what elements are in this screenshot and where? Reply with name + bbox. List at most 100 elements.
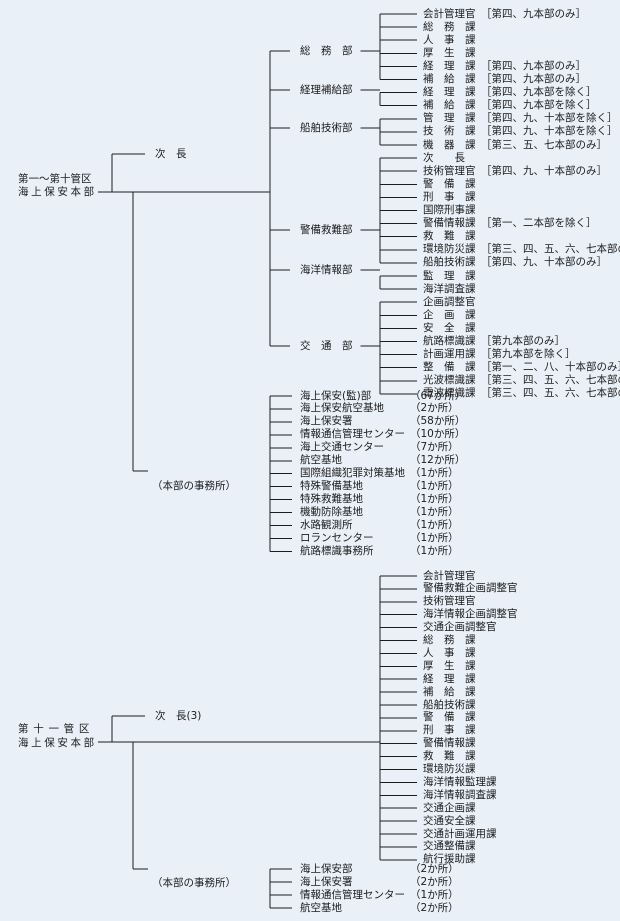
unit-label: 海洋情報監理課 <box>423 775 497 788</box>
unit-label: 厚 生 課 <box>423 46 476 59</box>
unit-label: 会計管理官 <box>423 569 476 582</box>
unit-note: ［第四、九、十本部のみ］ <box>481 164 607 177</box>
office-label: 海上保安航空基地 <box>300 402 384 415</box>
unit-label: 技術管理官 <box>423 164 476 177</box>
unit-label: 補 給 課 <box>423 99 476 112</box>
unit-label: 環境防災課 <box>423 243 476 256</box>
office-label: ロランセンター <box>300 531 374 544</box>
office-label: 海上交通センター <box>300 441 384 454</box>
unit-label: 企画調整官 <box>423 295 476 308</box>
office-label: 航空基地 <box>300 454 342 467</box>
office-count: （1か所） <box>410 531 459 544</box>
office-count: （2か所） <box>410 875 459 888</box>
unit-label: 環境防災課 <box>423 763 476 775</box>
unit-label: 機 器 課 <box>423 138 476 151</box>
honbu-offices-heading: （本部の事務所） <box>152 876 236 889</box>
unit-label: 交通企画課 <box>423 801 476 814</box>
unit-note: ［第四、九本部のみ］ <box>481 59 586 72</box>
unit-label: 警備情報課 <box>423 217 476 230</box>
unit-label: 人 事 課 <box>423 33 476 46</box>
department-label: 船舶技術部 <box>300 121 353 134</box>
unit-note: ［第三、四、五、六、七本部のみ］ <box>481 374 620 387</box>
unit-label: 警 備 課 <box>423 711 476 724</box>
root-office-label: 第十一管区 <box>18 722 95 735</box>
unit-label: 経 理 課 <box>423 86 476 99</box>
unit-label: 船舶技術課 <box>423 256 476 269</box>
unit-note: ［第三、四、五、六、七本部のみ］ <box>481 387 620 400</box>
office-count: （1か所） <box>410 493 459 506</box>
unit-note: ［第一、二本部を除く］ <box>481 217 597 230</box>
unit-label: 経 理 課 <box>423 672 476 685</box>
office-label: 特殊警備基地 <box>300 480 363 493</box>
unit-label: 次 長 <box>423 151 465 164</box>
office-label: 機動防除基地 <box>300 506 363 519</box>
unit-label: 交通企画調整官 <box>423 621 497 634</box>
unit-label: 総 務 課 <box>423 634 476 646</box>
unit-note: ［第四、九本部を除く］ <box>481 99 597 112</box>
unit-label: 会計管理官 <box>423 7 476 20</box>
unit-label: 海洋情報企画調整官 <box>423 608 518 621</box>
office-count: （1か所） <box>410 544 459 557</box>
unit-label: 航行援助課 <box>423 853 476 866</box>
unit-note: ［第三、四、五、六、七本部のみ］ <box>481 243 620 256</box>
unit-note: ［第四、九、十本部を除く］ <box>481 125 618 138</box>
unit-label: 航路標識課 <box>423 335 476 347</box>
unit-label: 交通整備課 <box>423 840 476 853</box>
office-count: （10か所） <box>410 428 466 441</box>
unit-label: 技 術 課 <box>423 125 476 138</box>
department-label: 経理補給部 <box>300 83 353 96</box>
unit-note: ［第九本部のみ］ <box>481 335 565 347</box>
unit-label: 補 給 課 <box>423 73 476 85</box>
unit-label: 監 理 課 <box>423 269 476 282</box>
unit-note: ［第四、九本部のみ］ <box>481 73 586 85</box>
unit-label: 救 難 課 <box>423 230 476 243</box>
unit-label: 総 務 課 <box>423 20 476 33</box>
office-label: 航空基地 <box>300 901 342 914</box>
unit-note: ［第三、五、七本部のみ］ <box>481 138 607 151</box>
office-label: 海上保安部 <box>300 862 353 875</box>
office-count: （1か所） <box>410 467 459 480</box>
office-count: （2か所） <box>410 402 459 415</box>
unit-label: 刑 事 課 <box>423 724 476 737</box>
vice-chief-label: 次 長 <box>155 147 187 160</box>
office-label: 海上保安署 <box>300 415 353 428</box>
root-office-label: 海上保安本部 <box>18 185 97 198</box>
unit-label: 警備情報課 <box>423 737 476 750</box>
unit-label: 厚 生 課 <box>423 659 476 672</box>
unit-label: 整 備 課 <box>423 361 476 374</box>
office-count: （2か所） <box>410 901 459 914</box>
unit-note: ［第四、九、十本部を除く］ <box>481 112 618 125</box>
unit-label: 計画運用課 <box>423 348 476 361</box>
unit-label: 経 理 課 <box>423 59 476 72</box>
office-count: （1か所） <box>410 506 459 519</box>
unit-note: ［第九本部を除く］ <box>481 348 576 361</box>
unit-note: ［第一、二、八、十本部のみ］ <box>481 361 620 374</box>
unit-label: 人 事 課 <box>423 646 476 659</box>
unit-label: 安 全 課 <box>423 321 476 334</box>
unit-label: 交通安全課 <box>423 814 476 827</box>
root-office-label: 海上保安本部 <box>18 736 97 749</box>
unit-label: 刑 事 課 <box>423 190 476 203</box>
office-count: （1か所） <box>410 888 459 901</box>
unit-label: 警 備 課 <box>423 177 476 190</box>
unit-label: 企 画 課 <box>423 308 476 321</box>
unit-label: 補 給 課 <box>423 685 476 698</box>
unit-note: ［第四、九、十本部のみ］ <box>481 256 607 269</box>
department-label: 海洋情報部 <box>300 263 353 276</box>
office-count: （2か所） <box>410 862 459 875</box>
office-count: （1か所） <box>410 480 459 493</box>
unit-label: 警備救難企画調整官 <box>423 582 518 595</box>
office-label: 海上保安署 <box>300 875 353 888</box>
unit-label: 交通計画運用課 <box>423 827 497 840</box>
office-label: 情報通信管理センター <box>300 428 405 441</box>
office-label: 情報通信管理センター <box>300 888 405 901</box>
office-label: 国際組織犯罪対策基地 <box>300 467 405 480</box>
unit-label: 船舶技術課 <box>423 698 476 711</box>
unit-label: 光波標識課 <box>423 374 476 387</box>
department-label: 警備救難部 <box>300 223 353 236</box>
root-office-label: 第一～第十管区 <box>18 172 92 185</box>
office-count: （58か所） <box>410 415 466 428</box>
vice-chief-label: 次 長(3) <box>155 709 202 722</box>
department-label: 総 務 部 <box>300 44 353 57</box>
